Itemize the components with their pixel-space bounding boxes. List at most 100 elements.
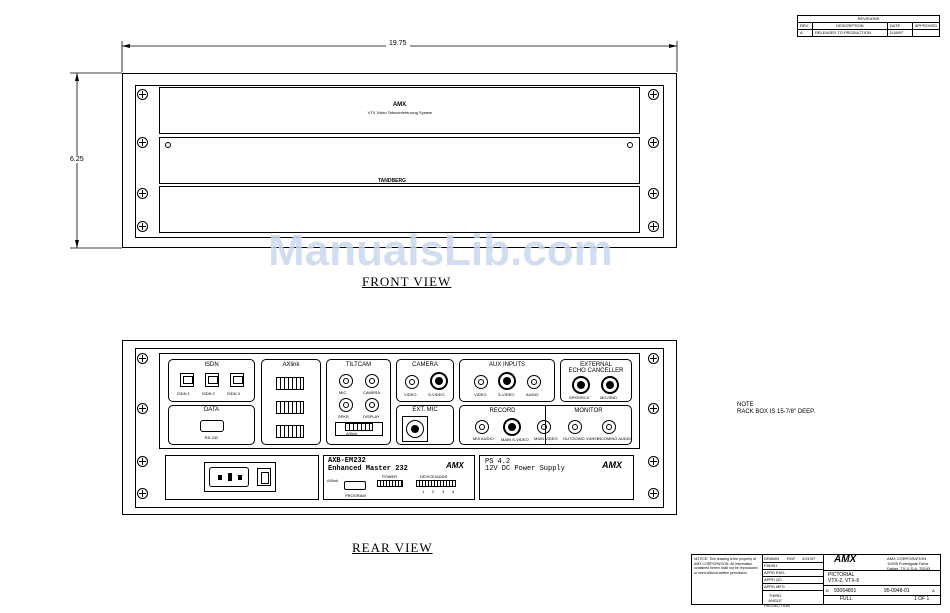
- monitor-outgoing-video-label: OUTGOING VIDEO: [563, 436, 599, 441]
- rack-screw-icon: [648, 137, 659, 148]
- drawing-size: B: [826, 588, 829, 593]
- master-axlink-label: AXlink: [327, 478, 339, 483]
- rack-screw-icon: [648, 89, 659, 100]
- rack-screw-icon: [137, 353, 148, 364]
- panel-screw-hole: [627, 142, 633, 148]
- rack-screw-icon: [137, 188, 148, 199]
- aux-svideo-label: S-VIDEO: [498, 392, 515, 397]
- echo-spkr-jack-icon: [572, 376, 590, 394]
- camera-svideo-label: S-VIDEO: [428, 392, 445, 397]
- company-address-1: 11995 Forestgate Drive: [887, 561, 929, 566]
- rear-connector-panel: [159, 353, 640, 449]
- rs232-label: RS-232: [204, 435, 219, 440]
- front-middle-panel: TANDBERG: [159, 137, 640, 184]
- power-terminal-icon: [377, 480, 403, 487]
- panel-screw-hole: [165, 142, 171, 148]
- drawing-number: 95-0948-01: [884, 588, 910, 594]
- sheet-number: 1 OF 1: [914, 596, 930, 602]
- approved-cell: [911, 29, 941, 37]
- master-card: AXB-EM232 Enhanced Master 232 AMX AXlink…: [323, 455, 475, 500]
- amx-logo: AMX: [392, 102, 407, 108]
- rack-screw-icon: [648, 353, 659, 364]
- rack-screw-icon: [648, 488, 659, 499]
- monitor-title: MONITOR: [574, 408, 603, 414]
- title-block-amx-logo: AMX: [834, 554, 857, 565]
- rear-rack-inner: [135, 348, 664, 508]
- front-top-panel: AMX VTX Video Teleconferencing System: [159, 87, 640, 134]
- ext-mic-title: EXT. MIC: [412, 407, 438, 413]
- record-mix-audio-jack-icon: [475, 420, 489, 434]
- aux-video-label: VIDEO: [474, 392, 487, 397]
- monitor-main-video-jack-icon: [537, 420, 551, 434]
- power-entry-panel: [165, 455, 319, 500]
- axlink-terminal-icon: [276, 401, 304, 414]
- isdn-title: ISDN: [204, 362, 219, 368]
- echo-title-line1: EXTERNAL: [580, 362, 612, 368]
- company-name: AMX CORPORATION: [887, 556, 927, 561]
- axlink-terminal-icon: [276, 425, 304, 438]
- dip-switch-icon: [416, 480, 456, 487]
- dip-number-1: 1: [422, 489, 425, 494]
- ext-mic-group: EXT. MIC: [396, 405, 454, 445]
- master-power-label: POWER: [382, 474, 398, 479]
- rack-screw-icon: [648, 188, 659, 199]
- third-angle-label: THIRD ANGLE PROJECTION: [764, 593, 790, 608]
- axlink-group: AXlink: [261, 359, 321, 445]
- echo-mic-jack-icon: [601, 376, 619, 394]
- watermark: ManualsLib.com: [268, 226, 613, 275]
- master-program-label: PROGRAM: [345, 493, 366, 498]
- data-group: DATA RS-232: [168, 405, 255, 445]
- isdn-2-label: ISDN 2: [202, 391, 215, 396]
- axlink-terminal-icon: [276, 377, 304, 390]
- row-appd-mfg: APPD MFG: [764, 584, 785, 589]
- record-mix-audio-label: MIX AUDIO: [473, 436, 494, 441]
- rack-screw-icon: [137, 488, 148, 499]
- program-port-icon: [344, 481, 366, 490]
- isdn-2-jack-icon: [205, 373, 219, 387]
- tiltcam-title: TILTCAM: [345, 362, 372, 368]
- rear-view-title: REAR VIEW: [352, 540, 433, 555]
- tiltcam-group: TILTCAM MIC CAMERA SPKR DISPLAY AXlink: [326, 359, 391, 445]
- master-model: AXB-EM232: [328, 457, 366, 465]
- data-title: DATA: [203, 407, 220, 413]
- rack-screw-icon: [137, 403, 148, 414]
- note-heading: NOTE: [737, 402, 754, 408]
- aux-inputs-group: AUX INPUTS VIDEO S-VIDEO AUDIO: [459, 359, 555, 402]
- scale: FULL: [840, 596, 853, 602]
- psu-description: 12V DC Power Supply: [485, 465, 565, 473]
- tiltcam-mic-label: MIC: [339, 390, 347, 395]
- monitor-incoming-audio-label: INCOMING AUDIO: [597, 436, 632, 441]
- rev-cell: A: [797, 29, 813, 37]
- isdn-group: ISDN ISDN 1 ISDN 2 ISDN 3: [168, 359, 255, 402]
- front-top-panel-text: VTX Video Teleconferencing System: [367, 110, 433, 115]
- rear-rack: [122, 340, 677, 515]
- front-rack-inner: [135, 85, 664, 238]
- isdn-1-jack-icon: [180, 373, 194, 387]
- power-entry-module: [204, 462, 276, 492]
- rack-screw-icon: [137, 221, 148, 232]
- monitor-main-video-label: MAIN VIDEO: [534, 436, 558, 441]
- master-name: Enhanced Master 232: [328, 465, 408, 473]
- camera-video-jack-icon: [405, 375, 419, 389]
- rack-screw-icon: [648, 456, 659, 467]
- tandberg-label: TANDBERG: [378, 178, 406, 184]
- tiltcam-display-jack-icon: [365, 398, 379, 412]
- aux-audio-jack-icon: [527, 375, 541, 389]
- front-bottom-panel: [159, 186, 640, 233]
- title-block: NOTICE: This drawing is the property of …: [691, 554, 941, 608]
- echo-canceller-group: EXTERNAL ECHO CANCELLER SPKR/RCV MIC/SND: [560, 359, 632, 402]
- monitor-incoming-audio-jack-icon: [602, 420, 616, 434]
- aux-inputs-title: AUX INPUTS: [488, 362, 525, 368]
- record-svideo-jack-icon: [503, 418, 521, 436]
- aux-audio-label: AUDIO: [526, 392, 539, 397]
- front-rack: [122, 73, 677, 248]
- front-view-title: FRONT VIEW: [362, 274, 452, 289]
- company-address-2: Dallas, TX U.S.A. 75243: [887, 566, 931, 571]
- rack-screw-icon: [648, 403, 659, 414]
- echo-mic-label: MIC/SND: [600, 395, 617, 400]
- tiltcam-display-label: DISPLAY: [363, 414, 380, 419]
- isdn-1-label: ISDN 1: [177, 391, 190, 396]
- drawn-by: RGF: [787, 556, 796, 561]
- xlr-jack-icon: [402, 416, 428, 442]
- axlink-title: AXlink: [282, 362, 300, 368]
